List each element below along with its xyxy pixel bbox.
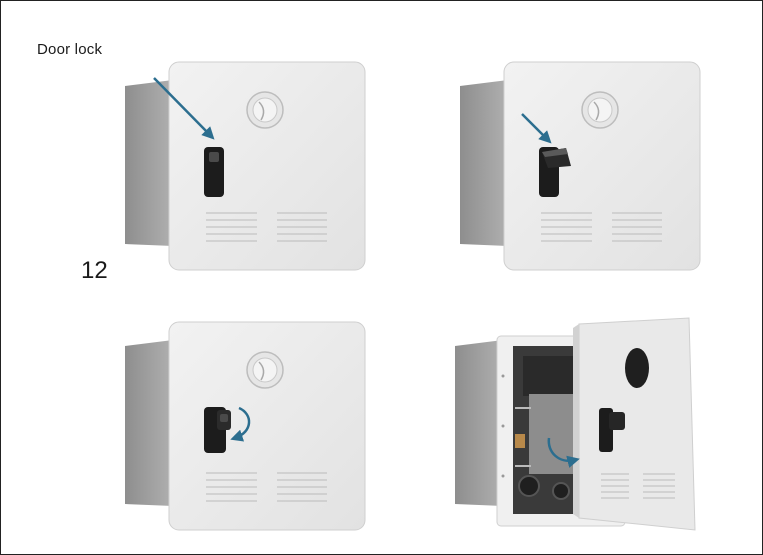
latch-closed [204,147,224,197]
step-number: 12 [81,257,108,285]
door-lock-label: Door lock [37,41,102,58]
vent-knob [247,352,283,388]
vent-hole [625,348,649,388]
opened-door-panel [573,318,695,530]
panel-4-door-open [451,316,751,541]
panel-1-closed-door [121,56,381,281]
vent-knob [582,92,618,128]
box-side [455,340,503,506]
panel-2-latch-lifted [456,56,716,281]
box-side [460,80,508,246]
box-side [125,80,173,246]
panel-3-latch-turned [121,316,381,541]
box-side [125,340,173,506]
vent-knob [247,92,283,128]
